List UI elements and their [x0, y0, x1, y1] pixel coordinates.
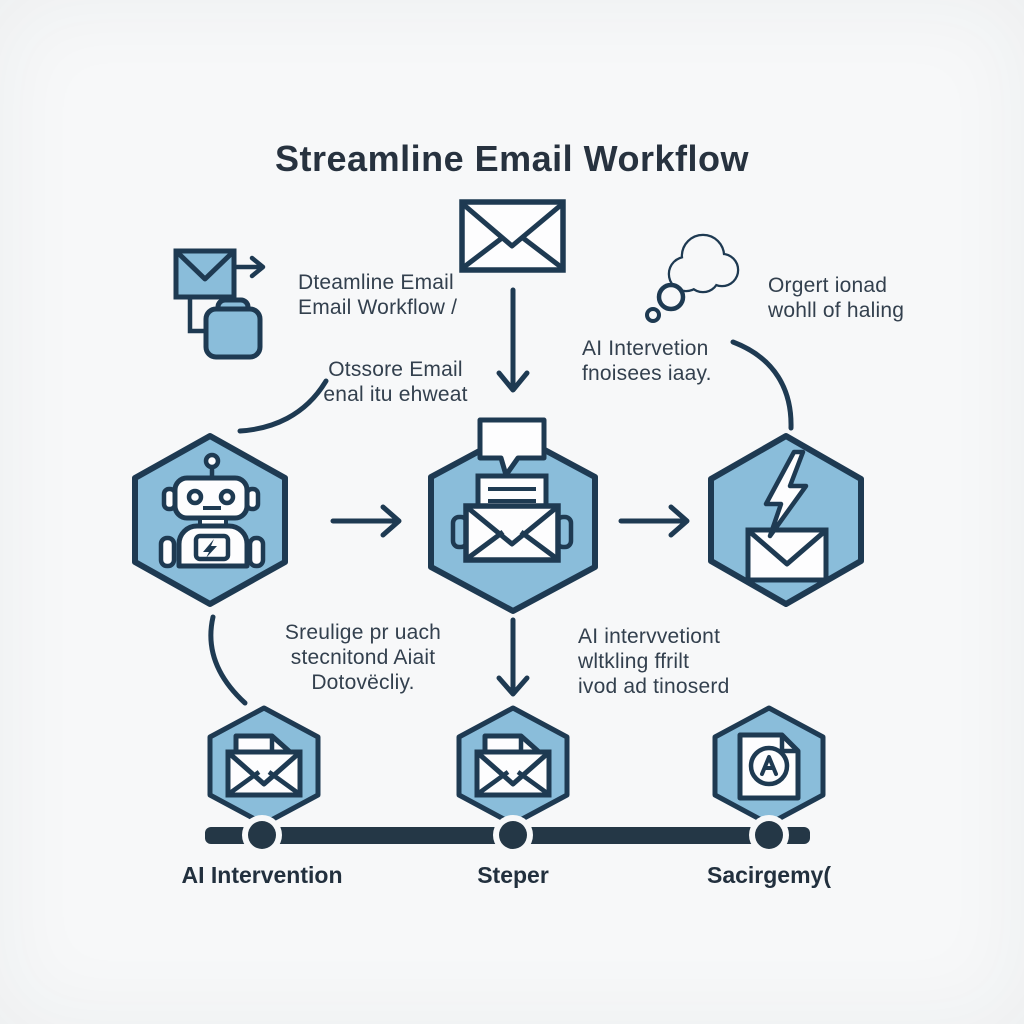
note-line: Dotovëcliy.: [311, 671, 415, 694]
note-line: enal itu ehweat: [323, 383, 468, 406]
note-line: wohll of haling: [768, 299, 905, 322]
archive-box-icon: [203, 297, 263, 360]
connector-elbow: [187, 296, 209, 334]
hexagon-email-compose: [428, 417, 598, 614]
source-note: Dteamline Email Email Workflow /: [298, 270, 457, 320]
note-line: Orgert ionad: [768, 274, 888, 297]
timeline-label-3: Sacirgemy(: [706, 862, 831, 888]
note-line: ivod ad tinoserd: [578, 675, 730, 698]
lightning-icon: [203, 539, 217, 558]
curve-left-down: [208, 614, 248, 706]
hexagon-robot: [132, 433, 288, 607]
left-curve-note: Otssore Email enal itu ehweat: [318, 357, 473, 407]
timeline: [205, 815, 810, 855]
lower-right-note: AI intervvetiont wltkling ffrilt ivod ad…: [578, 624, 729, 699]
arrow-right-icon: [618, 504, 690, 538]
lower-left-note: Sreulige pr uach stecnitond Aiait Dotovë…: [283, 620, 443, 695]
timeline-label-1: AI Intervention: [181, 862, 343, 888]
hexagon-email-document-1: [210, 708, 318, 824]
note-line: AI Intervetion: [582, 337, 709, 360]
email-compose-speech-icon: [450, 417, 574, 563]
note-line: Dteamline Email: [298, 271, 454, 294]
robot-icon: [158, 452, 266, 569]
note-line: Email Workflow /: [298, 296, 458, 319]
hexagon-lightning-email: [708, 433, 864, 607]
curve-right: [730, 339, 794, 431]
envelope-icon: [173, 248, 237, 300]
arrow-right-icon: [330, 504, 402, 538]
note-line: wltkling ffrilt: [578, 650, 690, 673]
timeline-node: [493, 815, 533, 855]
note-line: AI intervvetiont: [578, 625, 721, 648]
timeline-label-2: Steper: [477, 862, 549, 888]
hexagon-document-badge: [715, 708, 823, 824]
arrow-down-icon: [496, 287, 530, 393]
note-line: stecnitond Aiait: [290, 646, 436, 669]
arrow-right-icon: [233, 255, 266, 279]
page-title: Streamline Email Workflow: [275, 138, 749, 179]
envelope-icon: [459, 199, 566, 273]
thought-note: Orgert ionad wohll of haling: [768, 273, 904, 323]
curve-left: [237, 378, 329, 434]
right-curve-note: AI Intervetion fnoisees iaay.: [582, 336, 712, 386]
document-badge-icon: [737, 732, 801, 801]
timeline-node: [242, 815, 282, 855]
hexagon-email-document-2: [459, 708, 567, 824]
note-line: Sreulige pr uach: [284, 621, 442, 644]
timeline-node: [749, 815, 789, 855]
arrow-down-icon: [496, 617, 530, 697]
lightning-email-icon: [745, 449, 829, 583]
letter-a-glyph: [760, 755, 778, 776]
note-line: fnoisees iaay.: [582, 362, 712, 385]
thought-bubble-icon: [645, 233, 740, 323]
note-line: Otssore Email: [328, 358, 463, 381]
